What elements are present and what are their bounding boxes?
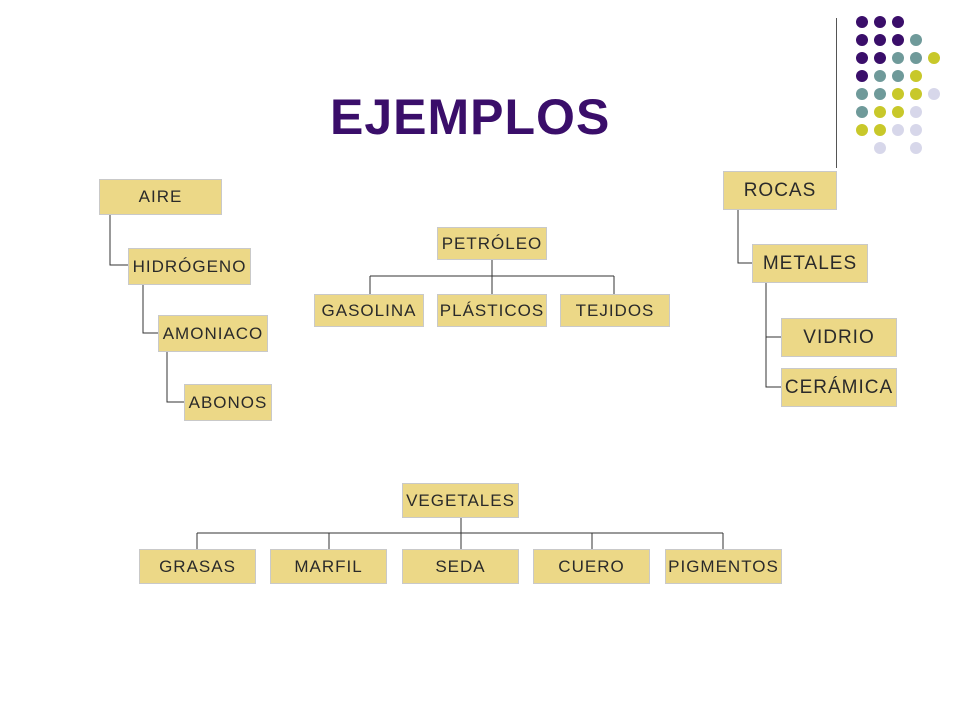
decorative-dot bbox=[910, 106, 922, 118]
decorative-dot bbox=[856, 106, 868, 118]
node-abonos: ABONOS bbox=[184, 384, 272, 421]
decorative-dot bbox=[892, 88, 904, 100]
decorative-dot bbox=[874, 106, 886, 118]
decorative-dot bbox=[856, 34, 868, 46]
node-marfil: MARFIL bbox=[270, 549, 387, 584]
decorative-dot bbox=[874, 88, 886, 100]
node-seda: SEDA bbox=[402, 549, 519, 584]
decorative-dot bbox=[892, 34, 904, 46]
node-ceramica: CERÁMICA bbox=[781, 368, 897, 407]
decorative-dot bbox=[856, 70, 868, 82]
node-pigmentos: PIGMENTOS bbox=[665, 549, 782, 584]
connector-rocas-metales bbox=[737, 210, 752, 264]
decorative-dot bbox=[874, 16, 886, 28]
page-title: EJEMPLOS bbox=[330, 89, 611, 145]
decorative-vertical-line bbox=[836, 18, 837, 168]
decorative-dot bbox=[892, 16, 904, 28]
node-plasticos: PLÁSTICOS bbox=[437, 294, 547, 327]
node-amoniaco: AMONIACO bbox=[158, 315, 268, 352]
connector-metales-ceramica bbox=[765, 283, 781, 388]
node-grasas: GRASAS bbox=[139, 549, 256, 584]
decorative-dot bbox=[856, 16, 868, 28]
decorative-dot bbox=[892, 106, 904, 118]
decorative-dot bbox=[910, 88, 922, 100]
decorative-dot bbox=[910, 34, 922, 46]
decorative-dot bbox=[910, 124, 922, 136]
decorative-dot bbox=[874, 124, 886, 136]
decorative-dot bbox=[856, 124, 868, 136]
decorative-dot bbox=[874, 142, 886, 154]
decorative-dot bbox=[874, 70, 886, 82]
node-rocas: ROCAS bbox=[723, 171, 837, 210]
decorative-dot bbox=[874, 34, 886, 46]
node-tejidos: TEJIDOS bbox=[560, 294, 670, 327]
node-aire: AIRE bbox=[99, 179, 222, 215]
connector-amoniaco-abonos bbox=[166, 352, 184, 403]
decorative-dot bbox=[856, 52, 868, 64]
decorative-dot bbox=[928, 52, 940, 64]
decorative-dot bbox=[910, 70, 922, 82]
decorative-dot bbox=[892, 70, 904, 82]
connector-aire-hidrogeno bbox=[109, 215, 128, 266]
decorative-dot bbox=[874, 52, 886, 64]
node-cuero: CUERO bbox=[533, 549, 650, 584]
decorative-dot bbox=[910, 142, 922, 154]
node-petroleo: PETRÓLEO bbox=[437, 227, 547, 260]
node-vidrio: VIDRIO bbox=[781, 318, 897, 357]
node-gasolina: GASOLINA bbox=[314, 294, 424, 327]
decorative-dot bbox=[892, 52, 904, 64]
node-hidrogeno: HIDRÓGENO bbox=[128, 248, 251, 285]
node-vegetales: VEGETALES bbox=[402, 483, 519, 518]
decorative-dot bbox=[910, 52, 922, 64]
connector-hidrogeno-amoniaco bbox=[142, 285, 158, 334]
decorative-dot bbox=[856, 88, 868, 100]
decorative-dot bbox=[892, 124, 904, 136]
node-metales: METALES bbox=[752, 244, 868, 283]
decorative-dot bbox=[928, 88, 940, 100]
